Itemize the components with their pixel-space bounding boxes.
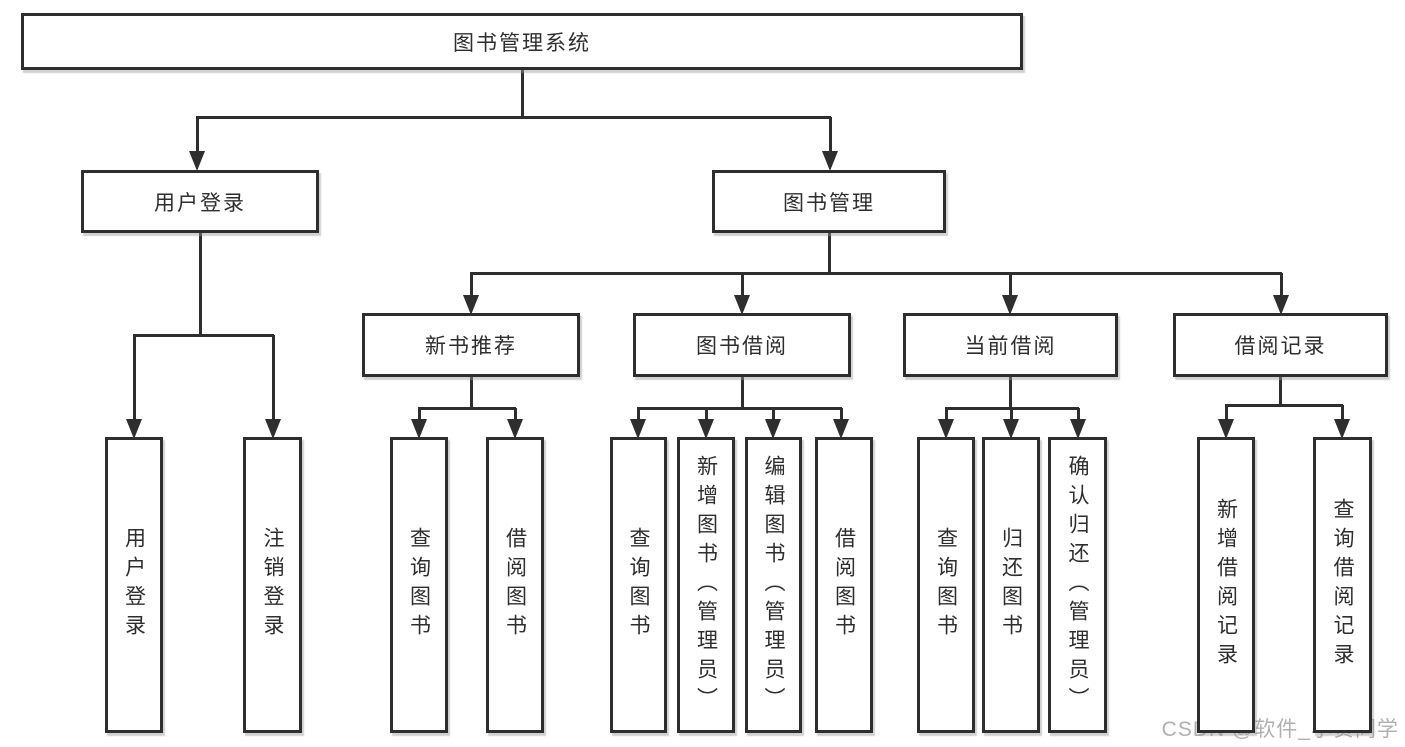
node-edit-book-admin: 编辑图书（管理员） <box>745 437 802 733</box>
node-current-borrow: 当前借阅 <box>903 313 1118 377</box>
node-label: 归还图书 <box>999 527 1023 643</box>
node-label: 确认归还（管理员） <box>1066 454 1089 716</box>
connector-line <box>829 117 832 154</box>
node-label: 借阅图书 <box>832 527 856 643</box>
arrowhead-down-icon <box>189 151 205 171</box>
node-add-book-admin: 新增图书（管理员） <box>677 437 735 733</box>
connector-line <box>521 69 524 118</box>
connector-line <box>133 335 136 421</box>
node-label: 查询图书 <box>934 527 958 643</box>
connector-line <box>133 334 274 337</box>
connector-line <box>741 273 744 297</box>
connector-line <box>637 408 640 421</box>
connector-line <box>945 408 948 421</box>
node-login-action: 用户登录 <box>105 437 163 733</box>
arrowhead-down-icon <box>1002 295 1018 315</box>
node-borrow-book-1: 借阅图书 <box>486 437 544 733</box>
node-label: 注销登录 <box>261 527 284 643</box>
node-label: 借阅图书 <box>503 527 527 643</box>
node-borrow-book-2: 借阅图书 <box>815 437 873 733</box>
node-query-borrow-record: 查询借阅记录 <box>1313 437 1372 733</box>
node-label: 图书管理 <box>783 191 875 215</box>
connector-line <box>1010 408 1013 421</box>
node-add-borrow-record: 新增借阅记录 <box>1197 437 1255 733</box>
node-label: 新增图书（管理员） <box>694 454 718 716</box>
arrowhead-down-icon <box>126 419 142 439</box>
node-book-borrow: 图书借阅 <box>633 313 851 377</box>
node-label: 编辑图书（管理员） <box>762 454 785 716</box>
arrowhead-down-icon <box>1334 419 1350 439</box>
connector-line <box>470 377 473 409</box>
connector-line <box>828 233 831 274</box>
node-label: 当前借阅 <box>964 335 1057 358</box>
arrowhead-down-icon <box>1003 419 1019 439</box>
node-query-book-3: 查询图书 <box>917 437 975 733</box>
node-logout-action: 注销登录 <box>243 437 302 733</box>
connector-line <box>196 117 199 154</box>
connector-line <box>637 407 842 410</box>
arrowhead-down-icon <box>463 295 479 315</box>
node-root: 图书管理系统 <box>21 13 1023 70</box>
node-label: 用户登录 <box>154 191 246 215</box>
node-label: 图书管理系统 <box>453 31 591 55</box>
node-label: 新书推荐 <box>425 335 517 358</box>
connector-line <box>196 116 831 119</box>
node-book-mgmt: 图书管理 <box>712 170 946 233</box>
connector-line <box>772 408 775 421</box>
connector-line <box>1280 273 1283 297</box>
connector-line <box>418 408 421 421</box>
node-confirm-return-admin: 确认归还（管理员） <box>1048 437 1107 733</box>
connector-line <box>199 233 202 336</box>
arrowhead-down-icon <box>765 419 781 439</box>
arrowhead-down-icon <box>1273 295 1289 315</box>
arrowhead-down-icon <box>265 419 281 439</box>
connector-line <box>272 335 275 421</box>
node-query-book-1: 查询图书 <box>390 437 448 733</box>
arrowhead-down-icon <box>833 419 849 439</box>
connector-line <box>1009 377 1012 409</box>
connector-line <box>705 408 708 421</box>
node-label: 新增借阅记录 <box>1214 498 1238 672</box>
arrowhead-down-icon <box>822 151 838 171</box>
node-return-book: 归还图书 <box>982 437 1040 733</box>
arrowhead-down-icon <box>1218 419 1234 439</box>
arrowhead-down-icon <box>507 419 523 439</box>
node-borrow-record: 借阅记录 <box>1173 313 1388 377</box>
node-label: 图书借阅 <box>696 335 788 358</box>
arrowhead-down-icon <box>411 419 427 439</box>
arrowhead-down-icon <box>1070 419 1086 439</box>
connector-line <box>470 272 1282 275</box>
connector-line <box>470 273 473 297</box>
connector-line <box>1077 408 1080 421</box>
connector-line <box>1225 405 1228 421</box>
node-label: 借阅记录 <box>1234 335 1327 358</box>
node-label: 查询借阅记录 <box>1331 498 1354 672</box>
connector-line <box>1279 377 1282 406</box>
node-user-login: 用户登录 <box>81 170 319 233</box>
connector-line <box>840 408 843 421</box>
connector-line <box>1009 273 1012 297</box>
node-query-book-2: 查询图书 <box>610 437 667 733</box>
arrowhead-down-icon <box>630 419 646 439</box>
arrowhead-down-icon <box>734 295 750 315</box>
node-new-book-rec: 新书推荐 <box>362 313 580 377</box>
node-label: 用户登录 <box>122 527 146 643</box>
node-label: 查询图书 <box>627 527 650 643</box>
connector-line <box>1341 405 1344 421</box>
connector-line <box>1225 404 1343 407</box>
node-label: 查询图书 <box>407 527 431 643</box>
arrowhead-down-icon <box>938 419 954 439</box>
connector-line <box>418 407 516 410</box>
connector-line <box>741 377 744 409</box>
arrowhead-down-icon <box>698 419 714 439</box>
connector-line <box>514 408 517 421</box>
